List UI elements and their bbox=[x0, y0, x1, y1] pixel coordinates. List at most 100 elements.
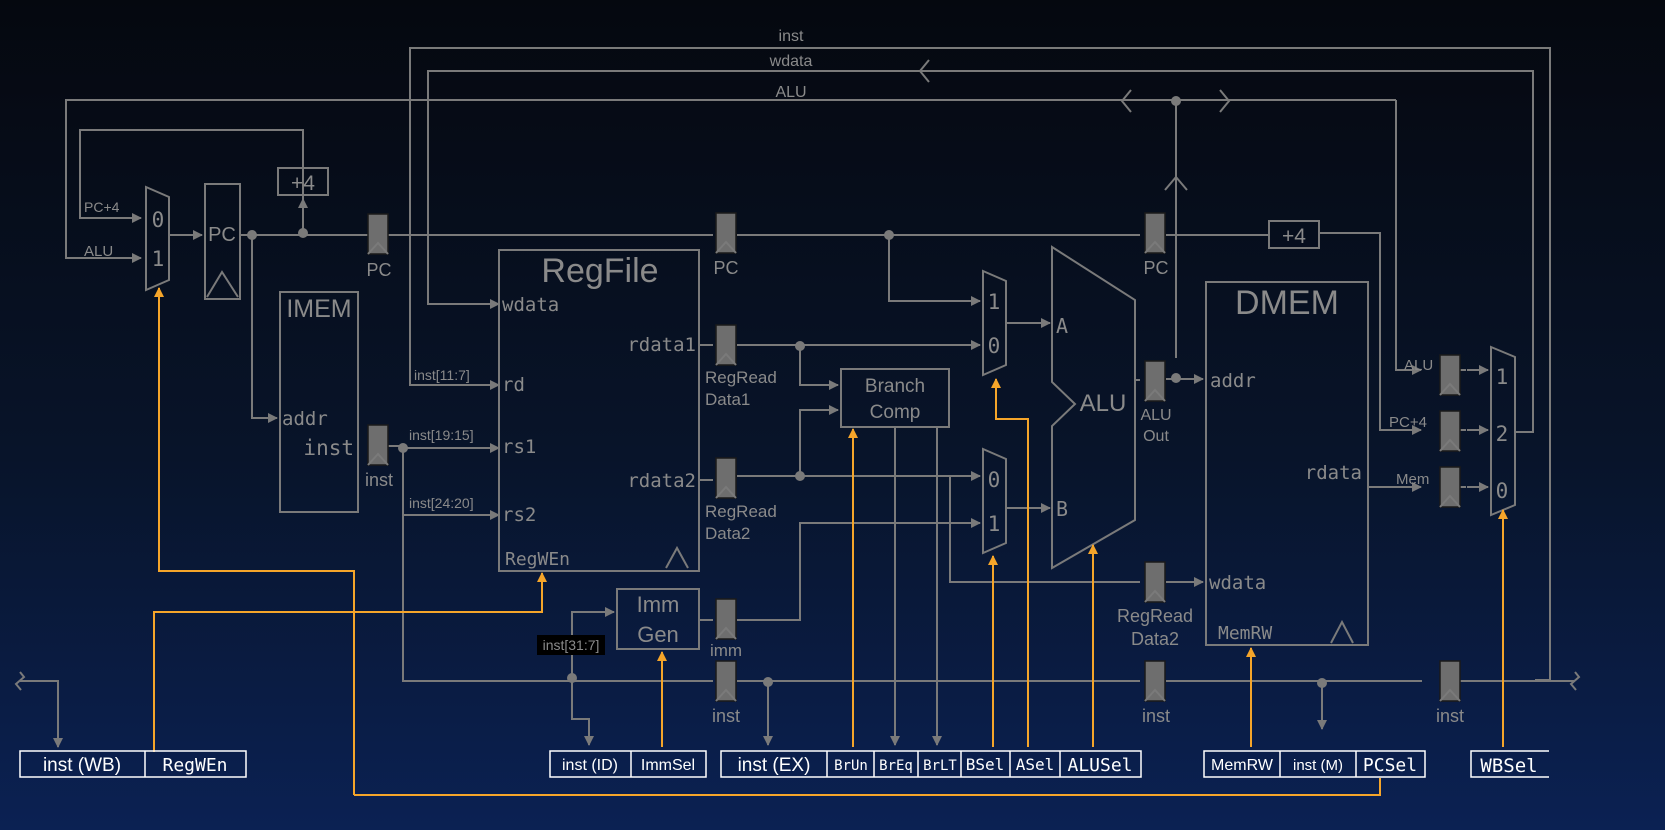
alu-b: B bbox=[1056, 497, 1068, 521]
pipe-reg-rdata1 bbox=[715, 324, 737, 366]
regfile-rs2: rs2 bbox=[502, 504, 536, 526]
control-lines bbox=[153, 287, 1508, 796]
wb-mux-in-pc4: PC+4 bbox=[1389, 414, 1427, 431]
a-mux bbox=[982, 269, 1007, 377]
ctrl-wbsel: WBSel bbox=[1480, 755, 1537, 777]
pipe-label-inst-if: inst bbox=[365, 470, 393, 490]
pipe-reg-pc-id bbox=[715, 212, 737, 254]
regfile-rdata1: rdata1 bbox=[627, 334, 696, 356]
ctrl-alusel: ALUSel bbox=[1067, 755, 1132, 776]
ctrl-inst-ex: inst (EX) bbox=[738, 755, 811, 776]
pipe-label-imm: imm bbox=[710, 641, 742, 660]
field-rs1: inst[19:15] bbox=[409, 427, 474, 443]
pipe-label-alu-out-b: Out bbox=[1143, 428, 1169, 445]
a-mux-sel1: 1 bbox=[988, 290, 1001, 314]
wb-mux-in-mem: Mem bbox=[1396, 471, 1429, 488]
immgen-line2: Gen bbox=[637, 622, 679, 647]
b-mux-sel0: 0 bbox=[988, 468, 1001, 492]
pipe-label-rdata2-a: RegRead bbox=[705, 502, 777, 521]
pc-register-label: PC bbox=[208, 224, 236, 246]
pipe-reg-mem-mem bbox=[1439, 466, 1461, 508]
regfile-rd: rd bbox=[502, 374, 525, 396]
imem-addr: addr bbox=[282, 408, 328, 430]
ctrl-breq: BrEq bbox=[879, 758, 913, 774]
b-mux-sel1: 1 bbox=[988, 512, 1001, 536]
immgen-line1: Imm bbox=[637, 592, 680, 617]
branch-comp-line1: Branch bbox=[865, 376, 925, 397]
ctrl-inst-id: inst (ID) bbox=[562, 757, 618, 774]
dmem-memrw: MemRW bbox=[1218, 623, 1272, 644]
control-bar: inst (WB) RegWEn inst (ID) ImmSel inst (… bbox=[19, 750, 1549, 778]
a-mux-sel0: 0 bbox=[988, 334, 1001, 358]
pipe-label-rdata1-b: Data1 bbox=[705, 390, 750, 409]
pipe-reg-imm bbox=[715, 598, 737, 640]
decode-stage: inst[11:7] inst[19:15] inst[24:20] inst[… bbox=[363, 234, 713, 746]
pipe-label-pc-if: PC bbox=[366, 260, 391, 280]
alu-label: ALU bbox=[1080, 390, 1127, 417]
wb-mux-sel1: 1 bbox=[1496, 365, 1509, 389]
pipe-label-pc-ex: PC bbox=[1143, 258, 1168, 278]
pipe-label-inst-mem: inst bbox=[1436, 706, 1464, 726]
wb-mux-sel0: 0 bbox=[1496, 479, 1509, 503]
pipe-label-rdata1-a: RegRead bbox=[705, 368, 777, 387]
pipe-reg-pc-ex bbox=[1144, 212, 1166, 254]
regfile-block bbox=[498, 249, 700, 572]
pc-mux bbox=[145, 185, 170, 292]
adder-mem-label: +4 bbox=[1282, 225, 1306, 248]
wb-mux bbox=[1490, 345, 1516, 517]
ctrl-brun: BrUn bbox=[834, 758, 868, 774]
pipe-reg-pc-if bbox=[367, 213, 389, 255]
dmem-title: DMEM bbox=[1235, 284, 1339, 322]
b-mux bbox=[982, 447, 1007, 555]
dmem-addr: addr bbox=[1210, 370, 1256, 392]
ctrl-memrw: MemRW bbox=[1211, 757, 1274, 774]
field-rd: inst[11:7] bbox=[414, 367, 470, 383]
ctrl-brlt: BrLT bbox=[923, 758, 957, 774]
wb-mux-sel2: 2 bbox=[1496, 422, 1509, 446]
wire-label-wdata: wdata bbox=[769, 53, 813, 70]
adder-if-label: +4 bbox=[291, 172, 315, 195]
regfile-rdata2: rdata2 bbox=[627, 470, 696, 492]
pipe-reg-inst-if bbox=[367, 424, 389, 466]
regfile-title: RegFile bbox=[541, 252, 658, 290]
execute-stage: Branch Comp 1 0 0 1 ALU A B bbox=[737, 230, 1140, 746]
pc-mux-sel0: 0 bbox=[152, 208, 165, 232]
adder-mem bbox=[1268, 220, 1320, 249]
wire-label-alu: ALU bbox=[775, 84, 806, 101]
top-feedback-wires: inst wdata ALU bbox=[65, 28, 1551, 681]
ctrl-inst-wb: inst (WB) bbox=[43, 755, 121, 776]
regfile-regwen: RegWEn bbox=[505, 549, 570, 570]
ctrl-pcsel: PCSel bbox=[1363, 755, 1417, 776]
regfile-rs1: rs1 bbox=[502, 436, 536, 458]
pc-mux-in1-label: ALU bbox=[84, 243, 113, 260]
fetch-stage: PC+4 ALU 0 1 PC +4 IMEM addr inst bbox=[79, 129, 363, 513]
pipe-reg-regread-data2-ex bbox=[1144, 561, 1166, 603]
pipeline-registers: PC inst PC RegRead Data1 RegRead Data2 i… bbox=[365, 212, 1464, 726]
pc-mux-in0-label: PC+4 bbox=[84, 199, 120, 215]
ctrl-inst-m: inst (M) bbox=[1293, 757, 1343, 774]
wb-mux-in-alu: ALU bbox=[1404, 357, 1433, 374]
pipe-reg-inst-ex bbox=[1144, 660, 1166, 702]
field-rs2: inst[24:20] bbox=[409, 495, 474, 511]
pipe-label-inst-ex: inst bbox=[1142, 706, 1170, 726]
ctrl-regwen: RegWEn bbox=[162, 755, 227, 776]
pipe-label-regread-ex-b: Data2 bbox=[1131, 629, 1179, 649]
imem-inst: inst bbox=[303, 436, 354, 460]
pipe-label-pc-id: PC bbox=[713, 258, 738, 278]
ctrl-bsel: BSel bbox=[966, 755, 1005, 774]
pipe-reg-alu-mem bbox=[1439, 354, 1461, 396]
dmem-wdata: wdata bbox=[1209, 572, 1266, 594]
memory-stage: +4 DMEM addr rdata wdata MemRW 1 2 0 ALU… bbox=[14, 220, 1581, 748]
alu-unit bbox=[1051, 245, 1136, 570]
pipe-label-inst-id: inst bbox=[712, 706, 740, 726]
pipe-reg-inst-mem bbox=[1439, 660, 1461, 702]
branch-comp-line2: Comp bbox=[870, 402, 921, 423]
imem-title: IMEM bbox=[286, 295, 351, 323]
pipe-reg-alu-out bbox=[1144, 360, 1166, 402]
pipe-label-rdata2-b: Data2 bbox=[705, 524, 750, 543]
dmem-block bbox=[1205, 281, 1369, 646]
ctrl-asel: ASel bbox=[1016, 755, 1055, 774]
adder-if bbox=[277, 167, 329, 196]
dmem-rdata: rdata bbox=[1305, 462, 1362, 484]
